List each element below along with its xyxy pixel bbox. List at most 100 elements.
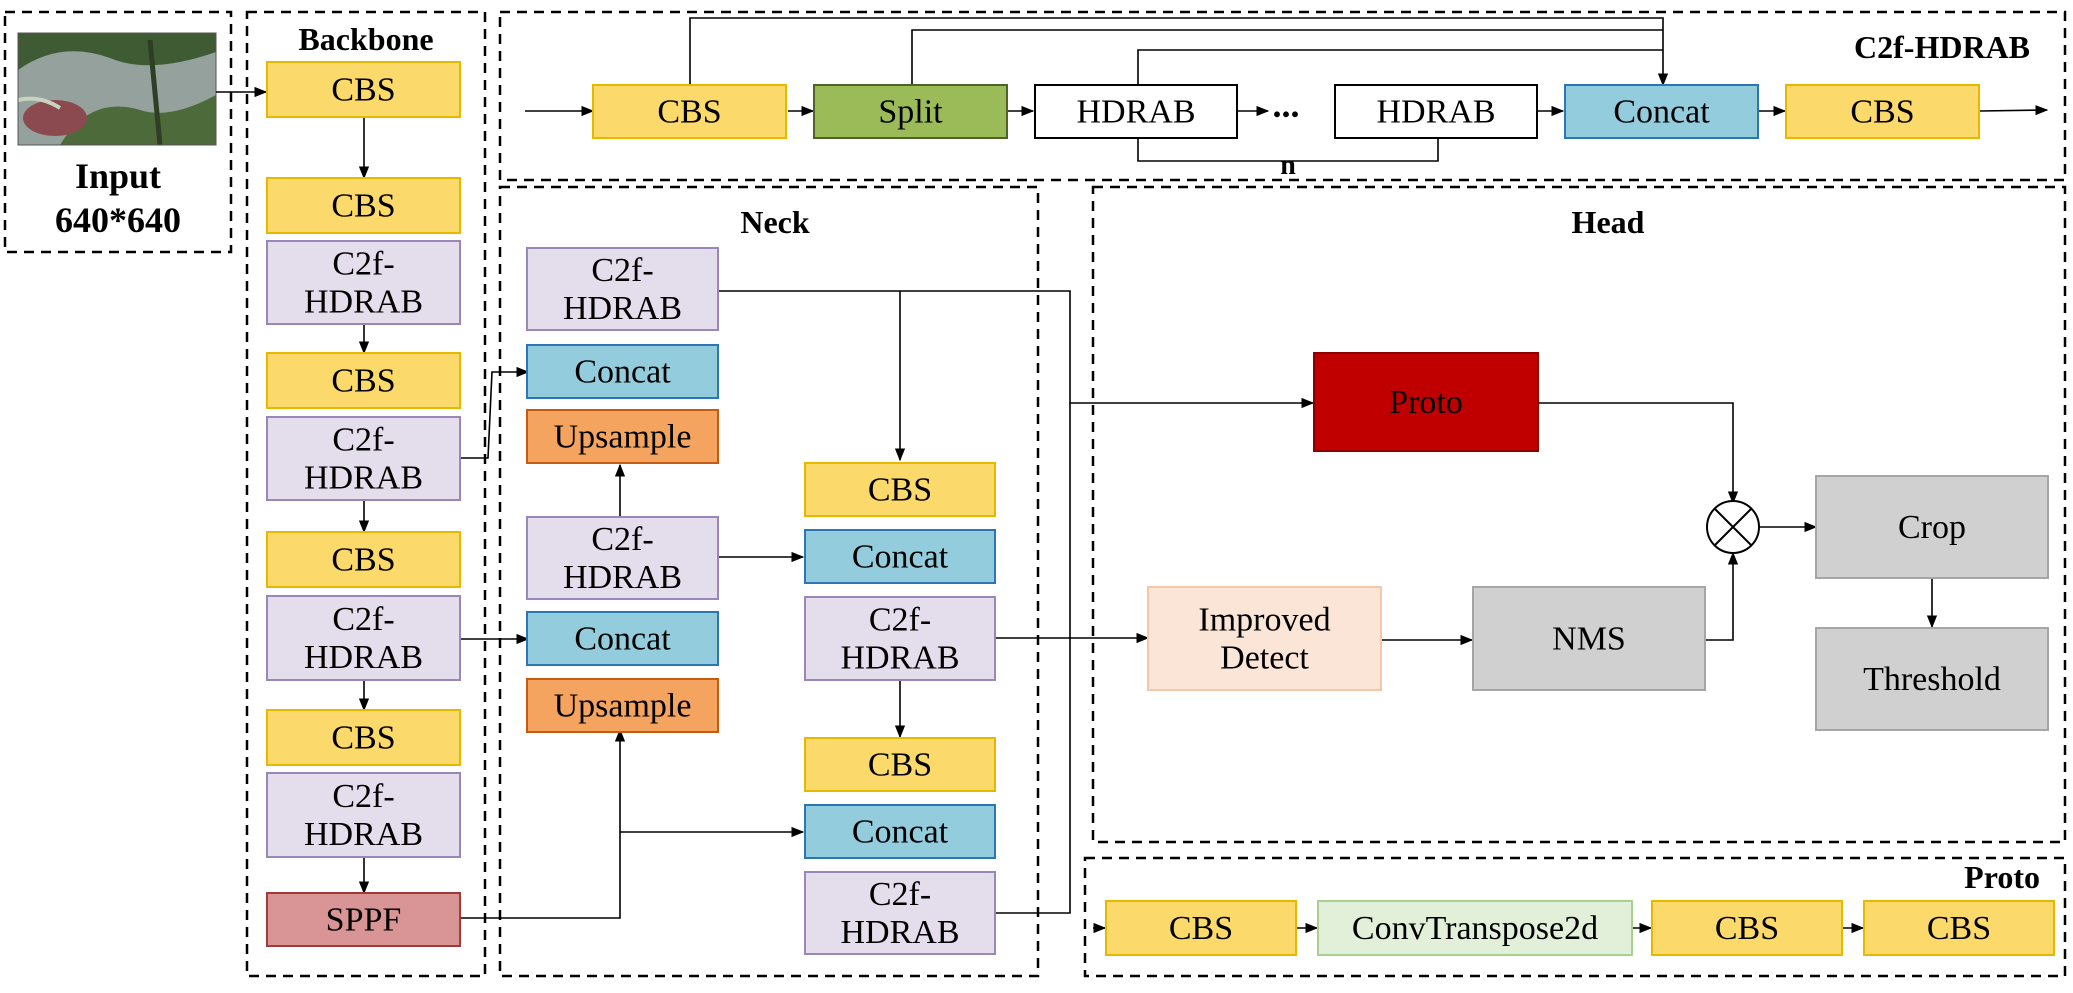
c2f-hdrab-block: C2f-HDRAB — [804, 596, 996, 681]
nms-block: NMS — [1472, 586, 1706, 691]
cbs-box — [592, 84, 787, 139]
proto-block: Proto — [1313, 352, 1539, 452]
cbs-block: CBS — [804, 737, 996, 792]
hdrab-box — [1034, 84, 1238, 139]
cbs-label: CBS — [331, 72, 395, 109]
upsample-box — [526, 409, 719, 464]
c2f-hdrab-label: HDRAB — [563, 290, 682, 327]
cbs-box — [266, 177, 461, 234]
proto-section-title: Proto — [1964, 859, 2040, 895]
connectors — [216, 17, 2049, 934]
improveddetect-box — [1147, 586, 1382, 691]
concat-label: Concat — [1613, 94, 1710, 131]
cbs-label: CBS — [1715, 910, 1779, 947]
upsample-block: Upsample — [526, 678, 719, 733]
hdrab-label: HDRAB — [1076, 94, 1195, 131]
cbs-block: CBS — [804, 462, 996, 517]
cbs-block: CBS — [1863, 900, 2055, 956]
circle-times-icon — [1706, 500, 1760, 554]
cbs-box — [266, 531, 461, 588]
convtranspose2d-box — [1317, 900, 1633, 956]
proto-frame — [1083, 856, 2067, 978]
c2f-hdrab-title: C2f-HDRAB — [1854, 29, 2030, 65]
blocks-layer: CBSCBSC2f-HDRABCBSC2f-HDRABCBSC2f-HDRABC… — [266, 61, 2055, 956]
convtranspose2d-block: ConvTranspose2d — [1317, 900, 1633, 956]
c2f-hdrab-block: C2f-HDRAB — [526, 516, 719, 600]
concat-box — [804, 804, 996, 859]
head-frame — [1091, 185, 2067, 844]
c2f-hdrab-box — [266, 416, 461, 501]
cbs-label: CBS — [331, 542, 395, 579]
improveddetect-label: Improved — [1198, 602, 1330, 639]
concat-label: Concat — [574, 354, 671, 391]
c2f-hdrab-block: C2f-HDRAB — [266, 416, 461, 501]
c2f-hdrab-label: HDRAB — [563, 559, 682, 596]
c2f-hdrab-box — [804, 596, 996, 681]
cbs-block: CBS — [266, 709, 461, 766]
cbs-box — [804, 462, 996, 517]
concat-block: Concat — [526, 344, 719, 399]
concat-block: Concat — [804, 529, 996, 584]
c2f-hdrab-block: C2f-HDRAB — [526, 247, 719, 331]
nms-box — [1472, 586, 1706, 691]
improveddetect-label: Detect — [1220, 640, 1309, 677]
cbs-box — [1651, 900, 1843, 956]
cbs-block: CBS — [266, 61, 461, 118]
concat-label: Concat — [852, 814, 949, 851]
proto-box — [1313, 352, 1539, 452]
cbs-block: CBS — [266, 531, 461, 588]
c2f-hdrab-block: C2f-HDRAB — [266, 772, 461, 858]
backbone-frame — [245, 10, 487, 978]
c2f-hdrab-box — [266, 772, 461, 858]
neck-title: Neck — [740, 204, 810, 240]
cbs-box — [266, 61, 461, 118]
cbs-label: CBS — [1169, 910, 1233, 947]
c2f-hdrab-box — [526, 516, 719, 600]
cbs-label: CBS — [1927, 910, 1991, 947]
c2f-hdrab-label: HDRAB — [304, 284, 423, 321]
concat-box — [1564, 84, 1759, 139]
cbs-label: CBS — [331, 188, 395, 225]
c2f-hdrab-block: C2f-HDRAB — [266, 240, 461, 325]
cbs-label: CBS — [657, 94, 721, 131]
head-title: Head — [1572, 204, 1645, 240]
cbs-label: CBS — [331, 363, 395, 400]
hdrab-label: HDRAB — [1376, 94, 1495, 131]
cbs-block: CBS — [266, 177, 461, 234]
upsample-label: Upsample — [554, 688, 692, 725]
c2f-hdrab-block: C2f-HDRAB — [266, 595, 461, 681]
upsample-label: Upsample — [554, 419, 692, 456]
cbs-block: CBS — [1651, 900, 1843, 956]
c2f-hdrab-label: C2f- — [869, 602, 931, 639]
cbs-label: CBS — [868, 472, 932, 509]
sppf-label: SPPF — [326, 902, 402, 939]
convtranspose2d-label: ConvTranspose2d — [1352, 910, 1598, 947]
sppf-block: SPPF — [266, 892, 461, 947]
c2f-hdrab-label: C2f- — [591, 521, 653, 558]
cbs-block: CBS — [592, 84, 787, 139]
concat-box — [526, 611, 719, 666]
c2f-hdrab-block: C2f-HDRAB — [804, 871, 996, 955]
concat-box — [526, 344, 719, 399]
c2f-hdrab-box — [526, 247, 719, 331]
input-label: Input — [75, 156, 161, 196]
c2f-hdrab-label: HDRAB — [840, 914, 959, 951]
backbone-title: Backbone — [298, 21, 433, 57]
concat-block: Concat — [804, 804, 996, 859]
concat-label: Concat — [852, 539, 949, 576]
upsample-box — [526, 678, 719, 733]
c2f-hdrab-label: C2f- — [869, 876, 931, 913]
concat-box — [804, 529, 996, 584]
crop-box — [1815, 475, 2049, 579]
crop-block: Crop — [1815, 475, 2049, 579]
threshold-box — [1815, 627, 2049, 731]
hdrab-box — [1334, 84, 1538, 139]
hdrab-block: HDRAB — [1334, 84, 1538, 139]
split-block: Split — [813, 84, 1008, 139]
cbs-label: CBS — [331, 720, 395, 757]
cbs-box — [266, 709, 461, 766]
cbs-box — [1785, 84, 1980, 139]
